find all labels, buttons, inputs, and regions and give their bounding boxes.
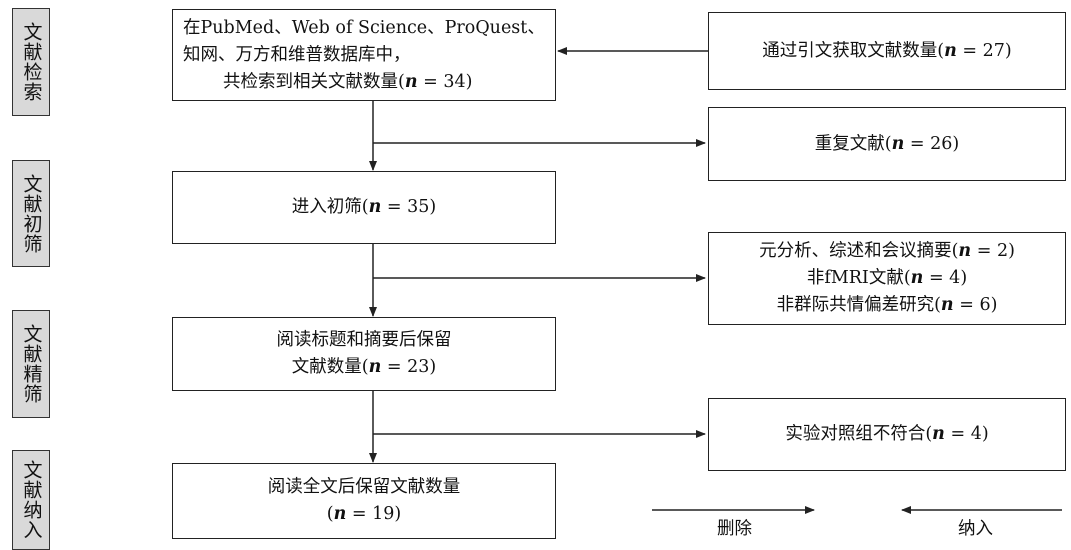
sample-size-symbol: n <box>932 424 945 444</box>
box-initial-screen-line-1: 进入初筛(n = 35) <box>291 197 437 217</box>
stage-label-initial-screen: 文献初筛 <box>12 160 50 267</box>
box-search-line-3: 共检索到相关文献数量(n = 34) <box>223 71 473 92</box>
legend-include-label: 纳入 <box>958 519 993 539</box>
box-excluded-abstract-line-2: 非fMRI文献(n = 4) <box>806 268 968 288</box>
box-search-results: 在PubMed、Web of Science、ProQuest、 知网、万方和维… <box>172 9 556 101</box>
box-search-line-1: 在PubMed、Web of Science、ProQuest、 <box>183 17 545 38</box>
box-excluded-abstract: 元分析、综述和会议摘要(n = 2) 非fMRI文献(n = 4) 非群际共情偏… <box>708 232 1066 325</box>
sample-size-symbol: n <box>958 241 972 261</box>
box-excluded-fulltext-line-1: 实验对照组不符合(n = 4) <box>785 424 989 444</box>
box-initial-screen: 进入初筛(n = 35) <box>172 171 556 244</box>
box-fine-screen: 阅读标题和摘要后保留 文献数量(n = 23) <box>172 317 556 391</box>
box-citation-sources: 通过引文获取文献数量(n = 27) <box>708 12 1066 90</box>
box-included-line-2: (n = 19) <box>326 504 402 524</box>
stage-label-fine-screen: 文献精筛 <box>12 310 50 418</box>
box-included-line-1: 阅读全文后保留文献数量 <box>267 477 461 497</box>
sample-size-symbol: n <box>368 357 382 377</box>
box-included: 阅读全文后保留文献数量 (n = 19) <box>172 463 556 539</box>
box-citation-line-1: 通过引文获取文献数量(n = 27) <box>762 40 1012 61</box>
stage-label-initial-screen-text: 文献初筛 <box>20 173 43 254</box>
box-fine-screen-line-1: 阅读标题和摘要后保留 <box>276 330 452 350</box>
stage-label-included-text: 文献纳入 <box>20 460 43 540</box>
sample-size-symbol: n <box>368 197 382 217</box>
box-search-line-2: 知网、万方和维普数据库中， <box>183 44 411 65</box>
box-fine-screen-line-2: 文献数量(n = 23) <box>291 357 437 377</box>
sample-size-symbol: n <box>940 295 954 315</box>
sample-size-symbol: n <box>333 504 347 524</box>
legend-delete-label: 删除 <box>717 519 752 539</box>
stage-label-fine-screen-text: 文献精筛 <box>20 324 43 404</box>
sample-size-symbol: n <box>891 133 905 154</box>
box-duplicates: 重复文献(n = 26) <box>708 107 1066 181</box>
sample-size-symbol: n <box>404 71 418 92</box>
stage-label-search-text: 文献检索 <box>20 22 43 102</box>
sample-size-symbol: n <box>944 40 957 61</box>
box-excluded-abstract-line-1: 元分析、综述和会议摘要(n = 2) <box>759 241 1015 261</box>
box-excluded-abstract-line-3: 非群际共情偏差研究(n = 6) <box>776 295 998 315</box>
stage-label-search: 文献检索 <box>12 8 50 116</box>
box-excluded-fulltext: 实验对照组不符合(n = 4) <box>708 398 1066 471</box>
box-duplicates-line-1: 重复文献(n = 26) <box>814 133 960 154</box>
sample-size-symbol: n <box>910 268 924 288</box>
